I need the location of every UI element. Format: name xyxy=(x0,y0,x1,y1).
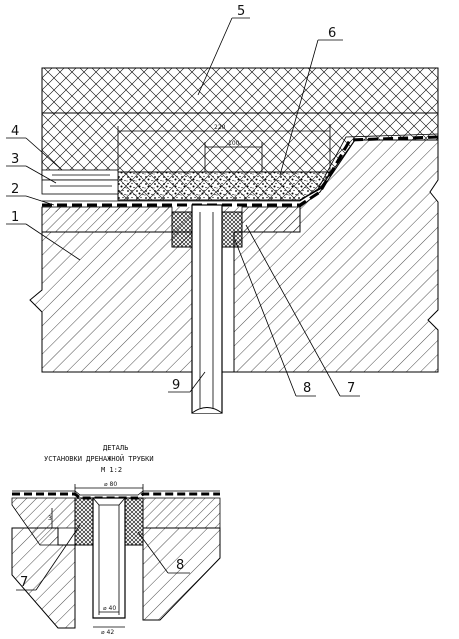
concrete-slab-1 xyxy=(29,231,193,373)
detail-concrete-left xyxy=(11,527,76,629)
detail-seal-right xyxy=(124,497,144,546)
detail-screed-right xyxy=(142,497,221,529)
label-2: 2 xyxy=(11,182,19,197)
drainage-pipe-9 xyxy=(191,204,223,414)
dimension-220: 220 xyxy=(117,124,331,172)
detail-title: ДЕТАЛЬ xyxy=(103,444,128,452)
detail-section: ДЕТАЛЬ УСТАНОВКИ ДРЕНАЖНОЙ ТРУБКИ М 1:2 … xyxy=(11,444,221,636)
detail-dim-3: 3 xyxy=(48,515,52,522)
detail-concrete-right xyxy=(142,527,221,621)
detail-dim-40: ⌀ 40 xyxy=(103,605,116,612)
label-1: 1 xyxy=(11,210,19,225)
top-layer-5 xyxy=(41,67,439,114)
callouts: 5 6 4 3 2 1 9 8 7 xyxy=(6,4,360,397)
concrete-slab-right xyxy=(233,139,439,373)
label-4: 4 xyxy=(11,124,19,139)
detail-dim-80: ⌀ 80 xyxy=(104,481,117,488)
main-section: 220 100 5 6 4 3 2 1 xyxy=(6,4,439,414)
seal-ring-8-left xyxy=(171,211,193,248)
label-6: 6 xyxy=(328,26,336,41)
dimension-100: 100 xyxy=(204,140,263,172)
layer-3 xyxy=(41,179,119,195)
label-9: 9 xyxy=(172,378,180,393)
dim-220-text: 220 xyxy=(214,124,226,131)
label-3: 3 xyxy=(11,152,19,167)
detail-scale: М 1:2 xyxy=(101,466,122,474)
dim-100-text: 100 xyxy=(228,140,240,147)
detail-subtitle: УСТАНОВКИ ДРЕНАЖНОЙ ТРУБКИ xyxy=(44,454,154,463)
detail-label-7: 7 xyxy=(20,575,28,590)
label-8: 8 xyxy=(303,381,311,396)
gravel-fill-6 xyxy=(117,171,331,201)
label-7: 7 xyxy=(347,381,355,396)
seal-ring-8-right xyxy=(221,211,243,248)
label-5: 5 xyxy=(237,4,245,19)
detail-label-8: 8 xyxy=(176,558,184,573)
detail-seal-left xyxy=(74,497,94,546)
detail-dim-42: ⌀ 42 xyxy=(101,629,114,636)
detail-pipe xyxy=(92,497,126,619)
